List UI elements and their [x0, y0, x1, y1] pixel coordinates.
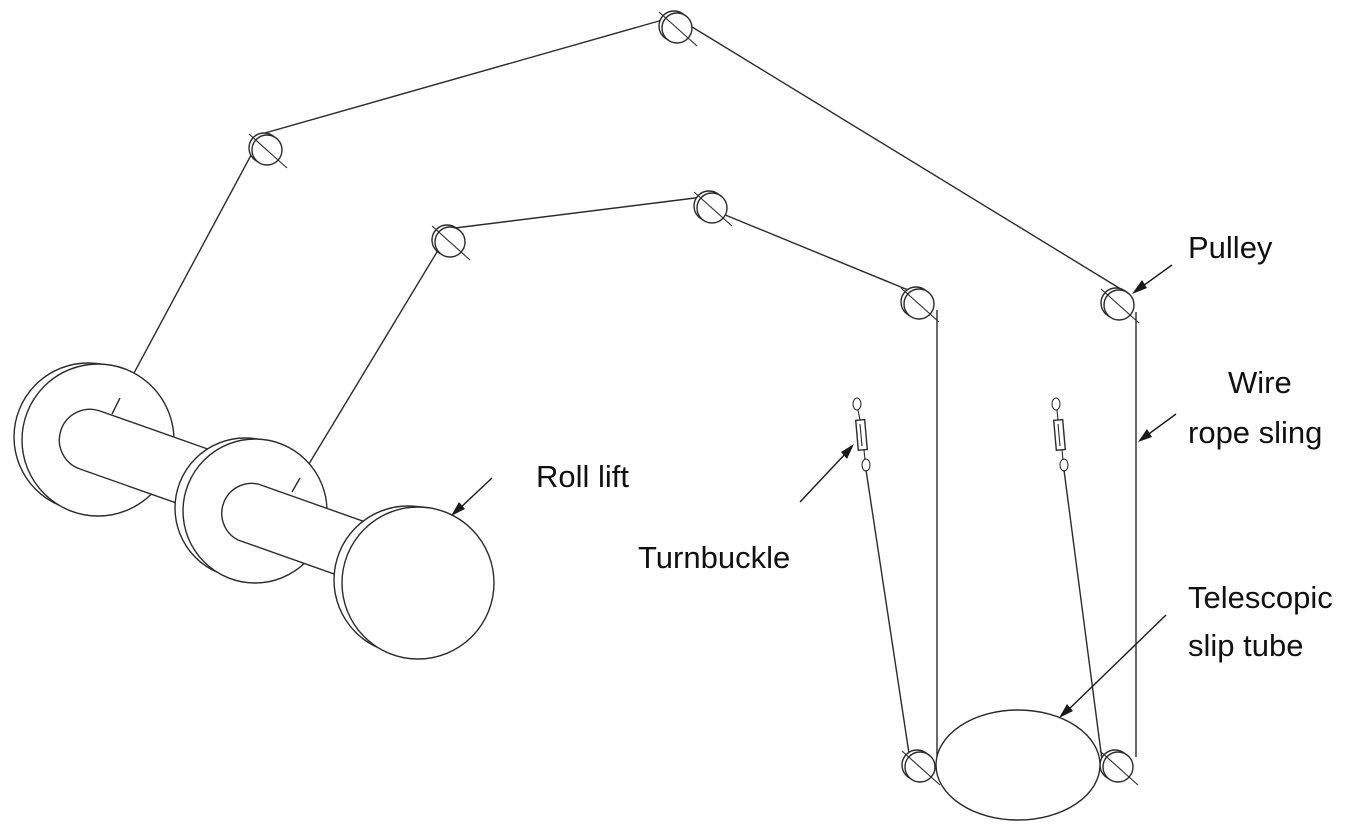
pulley-inner-right	[900, 286, 940, 323]
wire-rope-sling-label-line2: rope sling	[1188, 415, 1322, 450]
roll-lift-drum-3	[333, 505, 495, 660]
outer-wire-rope	[111, 18, 1137, 757]
pulley-label: Pulley	[1188, 230, 1273, 265]
turnbuckle-label: Turnbuckle	[638, 540, 790, 575]
telescopic-slip-tube-label-line1: Telescopic	[1188, 580, 1333, 615]
wire-rope-sling-label-line1: Wire	[1228, 365, 1292, 400]
pulley-inner-left	[431, 224, 471, 261]
turnbuckle-right	[1051, 397, 1069, 472]
pulley-arrow	[1132, 264, 1173, 294]
telescopic-slip-tube	[935, 709, 1101, 821]
telescopic-slip-tube-arrow	[1059, 614, 1167, 718]
pulley-bottom-left	[901, 749, 941, 786]
pulley-inner-center	[693, 190, 733, 227]
inner-wire-rope	[291, 196, 938, 757]
pulley-outer-right	[1100, 287, 1140, 324]
turnbuckle-wires	[865, 469, 1103, 761]
roll-lift-label: Roll lift	[536, 459, 629, 494]
pulley-top-center	[658, 10, 698, 47]
pulley-top-left	[248, 132, 288, 169]
turnbuckle-left	[852, 397, 871, 472]
roll-lift-assembly	[13, 362, 495, 660]
pulley-bottom-right	[1099, 749, 1139, 786]
telescopic-slip-tube-label-line2: slip tube	[1188, 628, 1303, 663]
roll-lift-arrow	[451, 477, 493, 516]
wire-rope-sling-arrow	[1138, 413, 1177, 442]
turnbuckle-arrow	[799, 444, 854, 503]
